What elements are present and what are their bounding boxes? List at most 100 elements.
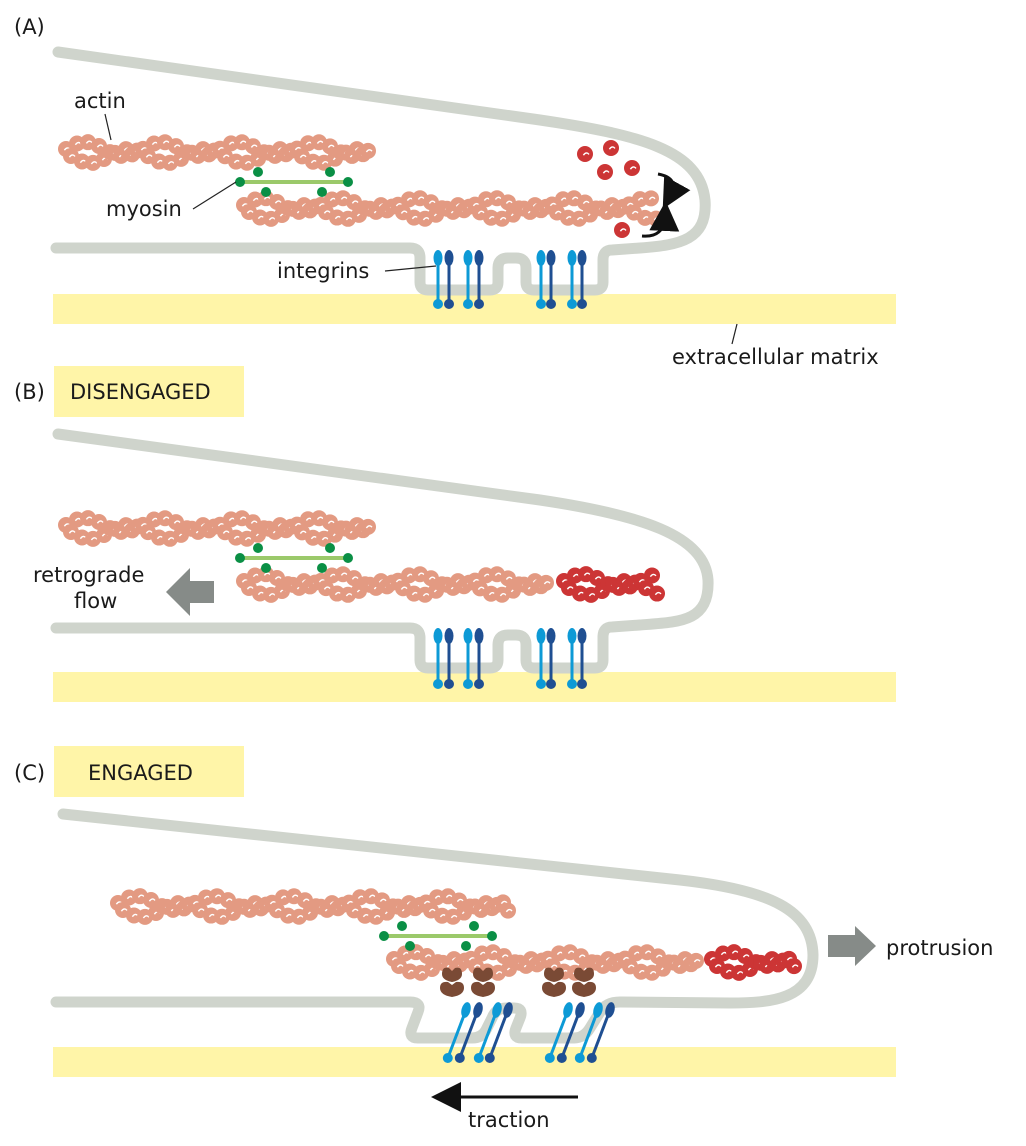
integrin bbox=[474, 628, 484, 689]
retrograde-flow-label-line2: flow bbox=[74, 589, 117, 613]
extracellular-matrix-label: extracellular matrix bbox=[672, 345, 879, 369]
adaptor-protein-top bbox=[473, 967, 493, 982]
integrin-cluster-right bbox=[536, 628, 587, 689]
myosin-head bbox=[397, 921, 407, 931]
myosin-head bbox=[253, 543, 263, 553]
myosin-head bbox=[405, 941, 415, 951]
cell-membrane bbox=[50, 46, 711, 296]
myosin-head bbox=[325, 543, 335, 553]
integrin-cluster-left bbox=[433, 250, 484, 309]
myosin-head bbox=[325, 167, 335, 177]
adaptor-protein-bottom bbox=[440, 981, 464, 997]
myosin-head bbox=[261, 187, 271, 197]
adaptor-protein-bottom bbox=[572, 981, 596, 997]
adaptor-protein-top bbox=[544, 967, 564, 982]
retrograde-flow-label-line1: retrograde bbox=[33, 563, 144, 587]
polymerization-arrow-bottom bbox=[641, 201, 680, 238]
myosin-head bbox=[343, 553, 353, 563]
integrin bbox=[463, 250, 473, 309]
integrin bbox=[444, 628, 454, 689]
integrin bbox=[544, 1002, 573, 1063]
extracellular-matrix bbox=[53, 672, 896, 702]
integrins-leader-line bbox=[384, 265, 437, 272]
extracellular-matrix bbox=[53, 294, 896, 324]
myosin-label: myosin bbox=[106, 197, 182, 221]
integrin bbox=[442, 1002, 471, 1063]
actin-filament-lower bbox=[236, 190, 664, 227]
ecm-leader-line bbox=[731, 323, 738, 345]
myosin-filament bbox=[235, 167, 353, 197]
panel-label-b: (B) bbox=[14, 380, 45, 404]
myosin-head bbox=[253, 167, 263, 177]
integrin bbox=[433, 250, 443, 309]
adaptor-protein-top bbox=[442, 967, 462, 982]
actin-leader-line bbox=[104, 113, 112, 141]
myosin-head bbox=[317, 187, 327, 197]
actin-filament-new bbox=[704, 944, 802, 981]
extracellular-matrix bbox=[53, 1047, 896, 1077]
state-label-box-c bbox=[54, 746, 244, 797]
integrins-label: integrins bbox=[277, 259, 369, 283]
cell-membrane bbox=[50, 428, 714, 674]
integrin bbox=[444, 250, 454, 309]
integrin bbox=[536, 250, 546, 309]
integrin bbox=[484, 1002, 513, 1063]
integrin-cluster-right bbox=[536, 250, 587, 309]
retrograde-flow-arrow bbox=[166, 568, 214, 616]
integrin-cluster-left bbox=[433, 628, 484, 689]
integrin bbox=[577, 628, 587, 689]
integrin bbox=[463, 628, 473, 689]
integrin-cluster-right bbox=[544, 1002, 615, 1063]
myosin-head bbox=[261, 563, 271, 573]
myosin-filament bbox=[379, 921, 497, 951]
actin-filament-upper bbox=[110, 888, 516, 925]
state-label-engaged: ENGAGED bbox=[88, 761, 193, 785]
adaptor-proteins bbox=[440, 967, 596, 997]
integrin bbox=[546, 250, 556, 309]
state-label-box-b bbox=[54, 366, 244, 417]
myosin-head bbox=[469, 921, 479, 931]
integrin bbox=[567, 628, 577, 689]
actin-filament-upper bbox=[58, 510, 376, 547]
myosin-head bbox=[343, 177, 353, 187]
protrusion-label: protrusion bbox=[886, 936, 993, 960]
adaptor-protein-bottom bbox=[542, 981, 566, 997]
integrin bbox=[556, 1002, 585, 1063]
actin-filament-lower bbox=[386, 944, 704, 981]
polymerization-arrow-top bbox=[657, 172, 691, 210]
panel-label-c: (C) bbox=[14, 761, 45, 785]
protrusion-arrow bbox=[828, 926, 876, 966]
integrin bbox=[536, 628, 546, 689]
adaptor-protein-top bbox=[574, 967, 594, 982]
myosin-head bbox=[487, 931, 497, 941]
integrin bbox=[577, 250, 587, 309]
traction-label: traction bbox=[468, 1108, 550, 1132]
myosin-leader-line bbox=[192, 181, 237, 210]
myosin-head bbox=[379, 931, 389, 941]
integrin bbox=[567, 250, 577, 309]
integrin bbox=[586, 1002, 615, 1063]
integrin bbox=[574, 1002, 603, 1063]
integrin bbox=[454, 1002, 483, 1063]
myosin-filament bbox=[235, 543, 353, 573]
actin-label: actin bbox=[74, 89, 126, 113]
integrin bbox=[433, 628, 443, 689]
actin-filament-new bbox=[556, 566, 665, 603]
myosin-head bbox=[317, 563, 327, 573]
myosin-head bbox=[461, 941, 471, 951]
panel-a: (A) actin myosin integrins extracellular… bbox=[14, 15, 896, 369]
integrin bbox=[546, 628, 556, 689]
integrin-cluster-left bbox=[442, 1002, 513, 1063]
actin-filament-lower bbox=[236, 566, 554, 603]
free-actin-monomers bbox=[577, 140, 640, 238]
actin-filament-upper bbox=[58, 134, 376, 171]
integrin bbox=[474, 250, 484, 309]
cell-membrane bbox=[50, 808, 819, 1044]
integrin bbox=[473, 1002, 502, 1063]
adaptor-protein-bottom bbox=[471, 981, 495, 997]
panel-c: (C) ENGAGED protrusion traction bbox=[14, 746, 993, 1132]
panel-b: (B) DISENGAGED retrograde flow bbox=[14, 366, 896, 702]
myosin-head bbox=[235, 177, 245, 187]
state-label-disengaged: DISENGAGED bbox=[70, 380, 211, 404]
